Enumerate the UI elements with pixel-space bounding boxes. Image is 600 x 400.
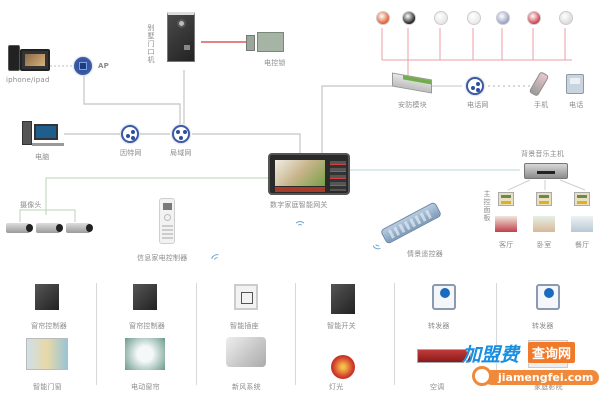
repeater-icon	[536, 284, 560, 310]
iphone-ipad-label: iphone/ipad	[6, 76, 50, 84]
cameras-label: 摄像头	[20, 201, 42, 209]
repeater-icon	[432, 284, 456, 310]
door-camera-icon	[177, 19, 186, 28]
security-module-label: 安防模块	[398, 101, 427, 109]
pir-sensor-icon	[496, 11, 510, 25]
device-bottom-label: 电动窗帘	[131, 383, 160, 391]
telephone-network-icon	[466, 77, 484, 95]
electric-lock-device	[246, 32, 284, 54]
ap-icon	[74, 57, 92, 75]
room-photo	[495, 216, 517, 232]
column-divider	[393, 283, 395, 385]
room-photo	[571, 216, 593, 232]
curtain-controller-icon	[133, 284, 157, 310]
column-divider	[195, 283, 197, 385]
electric-lock-label: 电控锁	[264, 59, 286, 67]
smart-switch-icon	[331, 284, 355, 314]
light-icon	[331, 355, 355, 379]
fresh-air-system-icon	[226, 337, 266, 367]
siren-icon	[376, 11, 390, 25]
gateway-wifi-icon	[294, 216, 306, 226]
device-bottom-label: 新风系统	[232, 383, 261, 391]
appliance-controller-label: 信息家电控制器	[137, 254, 188, 262]
lan-icon	[172, 125, 190, 143]
room-photo	[533, 216, 555, 232]
device-bottom-label: 空调	[430, 383, 445, 391]
device-bottom-label: 家庭影院	[534, 383, 563, 391]
room-label: 卧室	[537, 241, 552, 249]
camera-icon	[36, 223, 63, 233]
room-label: 客厅	[499, 241, 514, 249]
device-top-label: 窗帘控制器	[129, 322, 165, 330]
telephone-label: 电话	[569, 101, 584, 109]
room-control-panel	[498, 192, 514, 206]
column-divider	[294, 283, 296, 385]
pc-device	[22, 121, 64, 149]
pc-label: 电脑	[35, 153, 50, 161]
room-control-panel	[574, 192, 590, 206]
iphone-icon	[8, 45, 20, 71]
watermark-main: 加盟费	[462, 344, 520, 366]
curtain-controller-icon	[35, 284, 59, 310]
lan-label: 局域网	[170, 149, 192, 157]
internet-icon	[121, 125, 139, 143]
link-gateway-security	[321, 85, 392, 156]
door-sensor-icon	[559, 11, 573, 25]
gateway-label: 数字家庭智能网关	[270, 201, 328, 209]
mobile-phone-label: 手机	[534, 101, 549, 109]
camera-icon	[66, 223, 93, 233]
device-top-label: 转发器	[532, 322, 554, 330]
telephone-icon	[566, 74, 584, 94]
emergency-button-icon	[527, 11, 541, 25]
gateway-screen	[275, 160, 325, 186]
telephone-network-label: 电话网	[467, 101, 489, 109]
bg-music-host-label: 背景音乐主机	[521, 150, 565, 158]
bg-music-host-device	[524, 163, 568, 179]
camera-dome-icon	[402, 11, 416, 25]
camera-bus	[19, 209, 76, 222]
gas-detector-icon	[467, 11, 481, 25]
link-gateway-cameras	[45, 177, 268, 215]
room-label: 餐厅	[575, 241, 590, 249]
door-station-device	[167, 12, 195, 62]
device-top-label: 智能开关	[327, 322, 356, 330]
watermark-box: 查询网	[528, 342, 576, 363]
electric-curtain-icon	[125, 338, 165, 370]
device-top-label: 窗帘控制器	[31, 322, 67, 330]
internet-label: 因特网	[120, 149, 142, 157]
camera-icon	[6, 223, 33, 233]
magnifier-icon	[472, 366, 492, 386]
device-top-label: 智能插座	[230, 322, 259, 330]
smart-socket-icon	[234, 284, 258, 310]
device-top-label: 转发器	[428, 322, 450, 330]
main-control-panel-label: 主控面板	[483, 190, 491, 222]
device-bottom-label: 智能门窗	[33, 383, 62, 391]
smoke-detector-icon	[434, 11, 448, 25]
smart-window-icon	[26, 338, 68, 370]
column-divider	[96, 283, 97, 385]
scene-remote-label: 情景遥控器	[407, 250, 443, 258]
iphone-ipad-device	[8, 43, 50, 73]
gateway-device	[268, 153, 350, 195]
appliance-controller-device	[159, 198, 175, 244]
watermark: 加盟费 查询网 jiamengfei.com	[458, 338, 600, 396]
door-station-label: 别墅门口机	[147, 24, 155, 64]
room-control-panel	[536, 192, 552, 206]
column-divider	[496, 283, 497, 385]
device-bottom-label: 灯光	[329, 383, 344, 391]
ap-label: AP	[98, 62, 109, 70]
watermark-url: jiamengfei.com	[484, 370, 600, 385]
link-ap-lan	[83, 76, 181, 124]
air-conditioner-icon	[417, 349, 471, 363]
link-lan-gateway	[192, 133, 301, 156]
ipad-icon	[20, 49, 50, 71]
